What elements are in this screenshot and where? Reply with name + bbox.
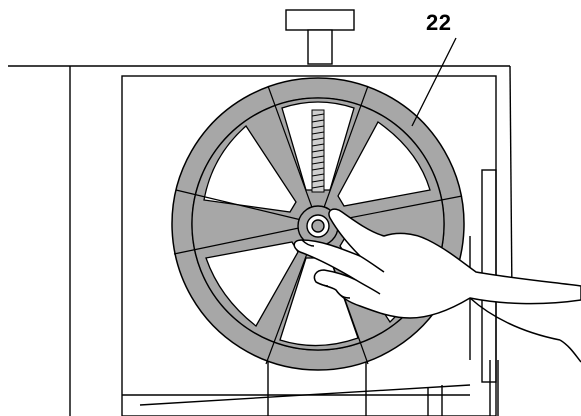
callout-leader-line — [411, 37, 457, 127]
callout-number-label: 22 — [426, 10, 452, 35]
band-saw-wheel — [171, 77, 465, 371]
hand — [293, 208, 581, 363]
tension-knob — [285, 9, 355, 65]
tension-screw — [311, 109, 325, 193]
wheel-hub — [297, 205, 339, 247]
